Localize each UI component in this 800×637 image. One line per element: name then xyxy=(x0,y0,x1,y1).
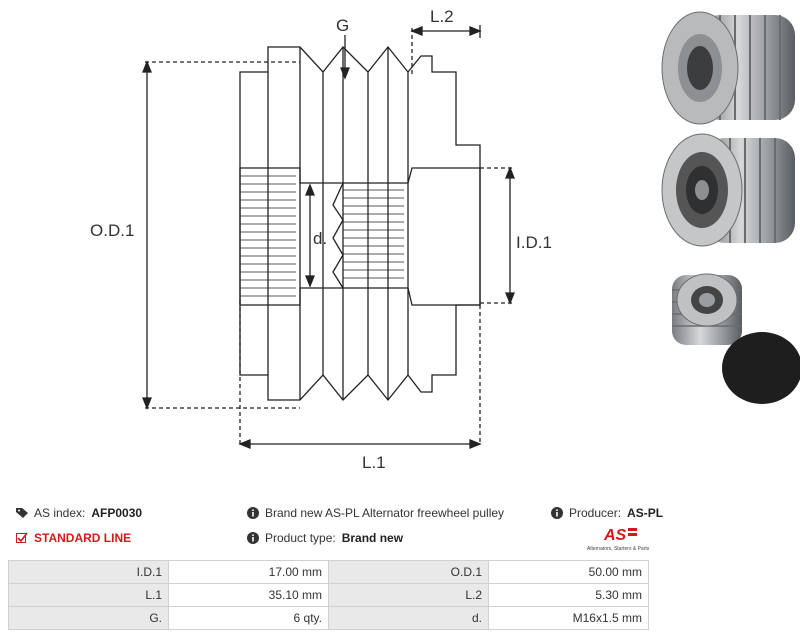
spec-key: I.D.1 xyxy=(8,560,169,584)
producer-label: Producer: xyxy=(569,506,622,520)
thread-zigzag xyxy=(332,182,344,289)
as-index: AS index: AFP0030 xyxy=(16,506,142,520)
table-row: G.6 qty.d.M16x1.5 mm xyxy=(8,606,649,630)
product-photos xyxy=(661,11,800,404)
spec-value: M16x1.5 mm xyxy=(488,606,649,630)
spec-value: 6 qty. xyxy=(168,606,329,630)
pulley-photo-2 xyxy=(661,133,795,247)
spec-key: O.D.1 xyxy=(328,560,489,584)
spec-key: L.2 xyxy=(328,583,489,607)
producer: Producer: AS-PL xyxy=(551,506,663,520)
spec-value: 50.00 mm xyxy=(488,560,649,584)
l1-label: L.1 xyxy=(362,453,386,472)
spline-lines xyxy=(240,175,296,297)
info-icon xyxy=(551,507,563,519)
product-type-label: Product type: xyxy=(265,531,336,545)
as-index-value: AFP0030 xyxy=(91,506,143,520)
pulley-photo-1 xyxy=(661,11,795,125)
spec-key: L.1 xyxy=(8,583,169,607)
checkbox-icon xyxy=(16,532,28,543)
spec-value: 5.30 mm xyxy=(488,583,649,607)
od1-label: O.D.1 xyxy=(90,221,134,240)
groove-lines xyxy=(267,47,409,400)
g-label: G xyxy=(336,16,349,35)
svg-text:Alternators, Starters & Parts: Alternators, Starters & Parts xyxy=(587,546,650,552)
product-type-value: Brand new xyxy=(341,531,404,545)
as-index-label: AS index: xyxy=(34,506,86,520)
spec-value: 35.10 mm xyxy=(168,583,329,607)
product-type: Product type: Brand new xyxy=(247,531,403,545)
pulley-photo-3 xyxy=(672,273,742,345)
standard-line: STANDARD LINE xyxy=(16,531,131,545)
pulley-outline xyxy=(239,45,481,402)
spec-key: G. xyxy=(8,606,169,630)
description: Brand new AS-PL Alternator freewheel pul… xyxy=(247,506,504,520)
standard-line-text: STANDARD LINE xyxy=(34,531,132,545)
pulley-technical-drawing: G L.2 O.D.1 I.D.1 d. L.1 xyxy=(90,7,552,472)
svg-text:AS: AS xyxy=(603,527,627,544)
info-icon xyxy=(247,507,259,519)
as-pl-logo: AS Alternators, Starters & Parts xyxy=(587,527,650,552)
info-icon xyxy=(247,532,259,544)
spec-value: 17.00 mm xyxy=(168,560,329,584)
thread-lines xyxy=(343,189,404,279)
cap-photo xyxy=(722,332,800,404)
tag-icon xyxy=(16,508,28,518)
producer-value: AS-PL xyxy=(627,506,664,520)
d-label: d. xyxy=(313,229,327,248)
product-info: AS index: AFP0030 STANDARD LINE Brand ne… xyxy=(0,498,800,558)
l2-label: L.2 xyxy=(430,7,454,26)
od-ext-lines xyxy=(145,61,300,409)
id1-label: I.D.1 xyxy=(516,233,552,252)
bore-outline xyxy=(239,167,481,306)
spec-key: d. xyxy=(328,606,489,630)
id-ext-lines xyxy=(480,167,512,304)
description-text: Brand new AS-PL Alternator freewheel pul… xyxy=(265,506,505,520)
l1-ext-lines xyxy=(239,300,481,445)
